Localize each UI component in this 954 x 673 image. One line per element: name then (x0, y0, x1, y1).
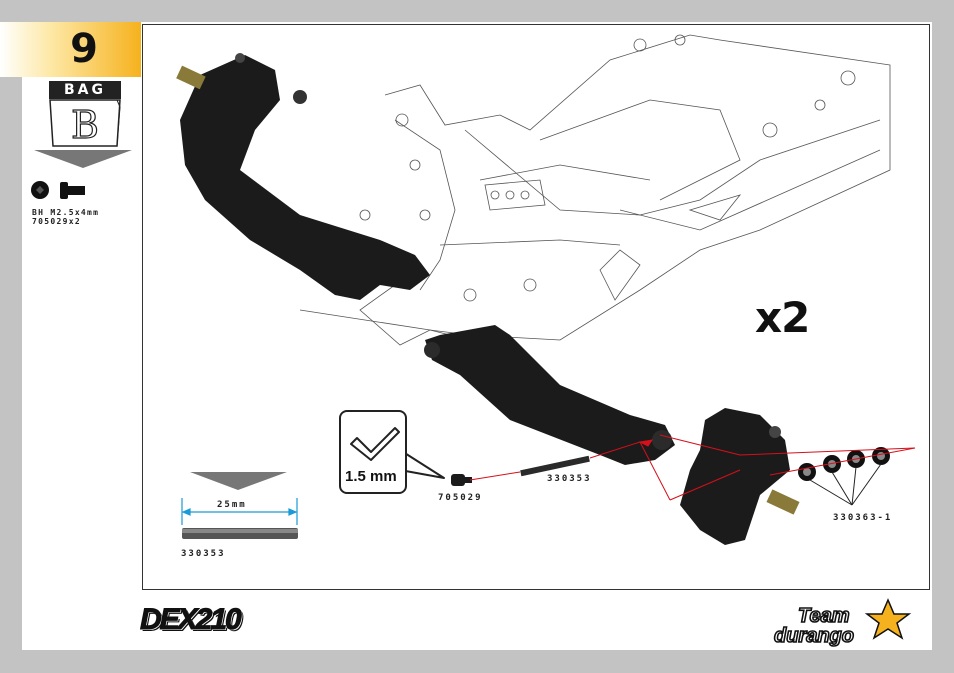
section-arrow-icon (190, 472, 287, 490)
measure-length: 25mm (217, 500, 247, 510)
hub-carrier (680, 408, 800, 545)
tool-callout (339, 410, 407, 494)
tool-size: 1.5 mm (345, 468, 397, 485)
team-durango-logo: Team durango (773, 598, 912, 648)
bag-letter: B (71, 103, 99, 147)
team-durango-logo-team: Team (798, 605, 850, 627)
star-icon (864, 598, 912, 640)
quantity-multiplier: x2 (755, 293, 810, 342)
hinge-pin-part (520, 455, 590, 477)
shims-part-number: 330363-1 (833, 513, 893, 523)
measure-bracket (181, 498, 298, 525)
shims-leader-lines (809, 463, 882, 506)
hardware-code: 705029x2 (32, 217, 81, 226)
screw-icons (31, 181, 85, 199)
hardware-name: BH M2.5x4mm (32, 208, 100, 217)
screw-part (451, 474, 472, 486)
assembly-frame (142, 24, 930, 590)
bag-icon: B (49, 99, 121, 147)
down-arrow-icon (34, 150, 132, 168)
mounted-suspension-arm (176, 53, 430, 300)
step-tab (0, 22, 141, 77)
bag-label: BAG (49, 81, 121, 99)
chassis-outline (299, 34, 891, 346)
team-durango-logo-durango: durango (774, 625, 854, 647)
pin-detail-part-number: 330353 (181, 549, 226, 559)
dex210-logo-text: DEX210 (140, 603, 243, 637)
dex210-logo: DEX210 (140, 603, 243, 637)
step-number: 9 (70, 26, 98, 72)
hardware-label: BH M2.5x4mm 705029x2 (32, 208, 99, 226)
hex-wrench-icon (350, 427, 400, 461)
assembly-leader-lines (469, 434, 916, 501)
screw-part-number: 705029 (438, 493, 483, 503)
screw-side-icon (60, 182, 68, 199)
pin-part-number: 330353 (547, 474, 592, 484)
suspension-arm (424, 325, 675, 465)
